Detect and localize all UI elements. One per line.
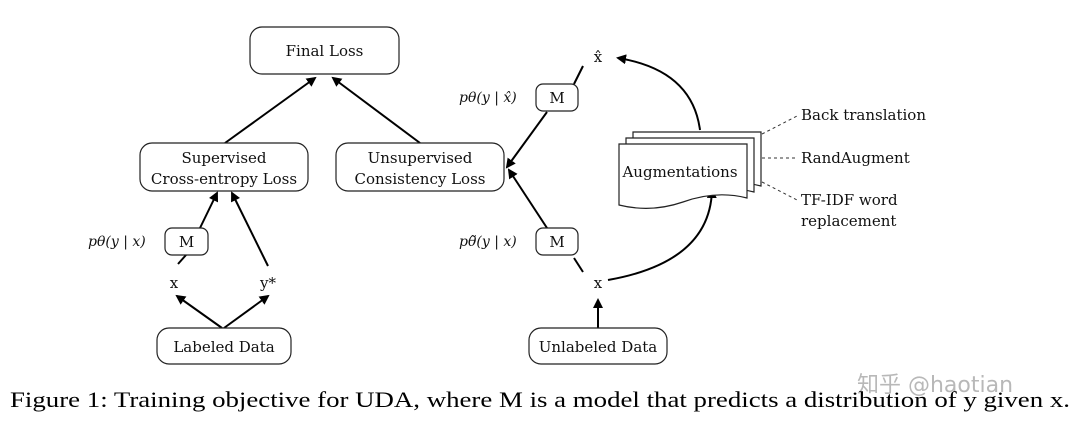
edge-model-to-unsupervised-bottom — [507, 168, 548, 229]
edge-x-to-augmentations — [607, 188, 717, 281]
model-right-top-label: M — [549, 89, 564, 107]
model-right-top-node: M — [535, 83, 579, 112]
unsupervised-loss-line1: Unsupervised — [368, 149, 473, 167]
edge-model-to-unsupervised-top — [505, 111, 548, 169]
unsupervised-loss-line2: Consistency Loss — [355, 170, 486, 188]
formula-right-bottom: pθ̃(y | x) — [459, 234, 517, 250]
dash-back-translation — [761, 115, 798, 135]
unlabeled-data-label: Unlabeled Data — [539, 338, 658, 356]
labeled-data-label: Labeled Data — [173, 338, 274, 356]
figure-caption: Figure 1: Training objective for UDA, wh… — [10, 387, 1070, 412]
aug-method-randaugment: RandAugment — [801, 149, 910, 167]
model-left-node: M — [164, 227, 209, 256]
model-right-bottom-label: M — [549, 233, 564, 251]
supervised-loss-line2: Cross-entropy Loss — [151, 170, 297, 188]
var-x-right: x — [594, 274, 603, 292]
var-x-hat: x̂ — [594, 48, 603, 66]
aug-method-back-translation: Back translation — [801, 106, 926, 124]
supervised-loss-line1: Supervised — [181, 149, 266, 167]
edge-x-to-model — [177, 254, 187, 265]
aug-method-tfidf-line1: TF-IDF word — [801, 191, 898, 209]
augmentations-label: Augmentations — [621, 163, 737, 181]
edge-labeled-to-ystar — [223, 294, 270, 329]
supervised-loss-node: Supervised Cross-entropy Loss — [139, 142, 309, 192]
edge-xhat-to-model — [573, 65, 584, 85]
unlabeled-data-node: Unlabeled Data — [528, 327, 668, 365]
aug-method-tfidf-line2: replacement — [801, 212, 896, 230]
labeled-data-node: Labeled Data — [156, 327, 292, 365]
edge-augmentations-to-xhat — [616, 54, 701, 131]
edge-model-to-supervised — [199, 191, 219, 229]
dash-tfidf — [761, 181, 798, 201]
final-loss-label: Final Loss — [286, 42, 364, 60]
model-left-label: M — [179, 233, 194, 251]
formula-right-top: pθ(y | x̂) — [459, 90, 517, 106]
var-y-star: y* — [259, 274, 276, 292]
aug-page-front — [618, 143, 748, 209]
edge-supervised-to-final — [224, 76, 317, 144]
edge-labeled-to-x — [175, 294, 223, 329]
edge-unsupervised-to-final — [331, 76, 421, 144]
model-right-bottom-node: M — [535, 227, 579, 256]
final-loss-node: Final Loss — [249, 26, 400, 75]
edge-ystar-to-supervised — [231, 191, 269, 267]
edge-x-to-model-bottom — [573, 257, 584, 273]
unsupervised-loss-node: Unsupervised Consistency Loss — [335, 142, 505, 192]
edges — [175, 54, 798, 329]
formula-left: pθ(y | x) — [88, 234, 146, 250]
watermark-text: 知乎 @haotian — [857, 373, 1013, 398]
augmentations-node: Augmentations — [618, 131, 762, 209]
var-x-left: x — [170, 274, 179, 292]
